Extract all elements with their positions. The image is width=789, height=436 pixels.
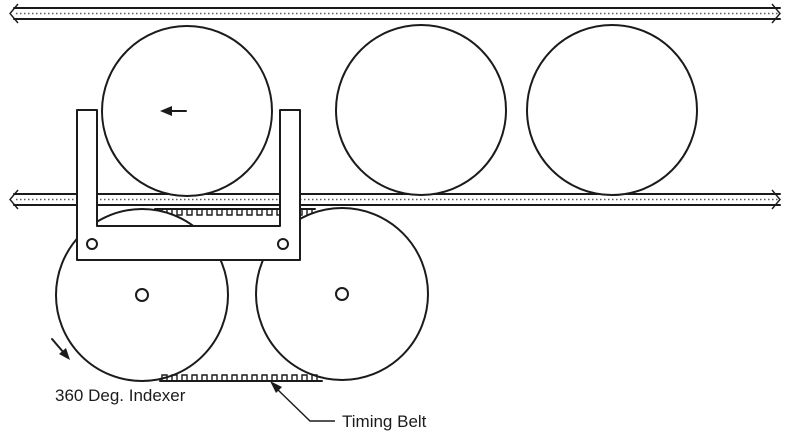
indexer-label: 360 Deg. Indexer [55,386,186,405]
arrow-down-right-icon [51,338,70,360]
indexer-hub [135,288,149,302]
driven-hub [335,287,349,301]
carriage-bracket [76,109,301,261]
bracket-pin-left [86,238,98,250]
timing-belt-label: Timing Belt [342,412,427,431]
bottom-rail [9,189,781,210]
part-circle-2 [335,24,507,196]
leader-arrow-icon [270,381,335,422]
timing-belt-lower [159,374,323,382]
part-circle-3 [526,24,698,196]
arrow-left-icon [160,106,187,116]
top-rail [9,3,781,24]
bracket-pin-right [277,238,289,250]
